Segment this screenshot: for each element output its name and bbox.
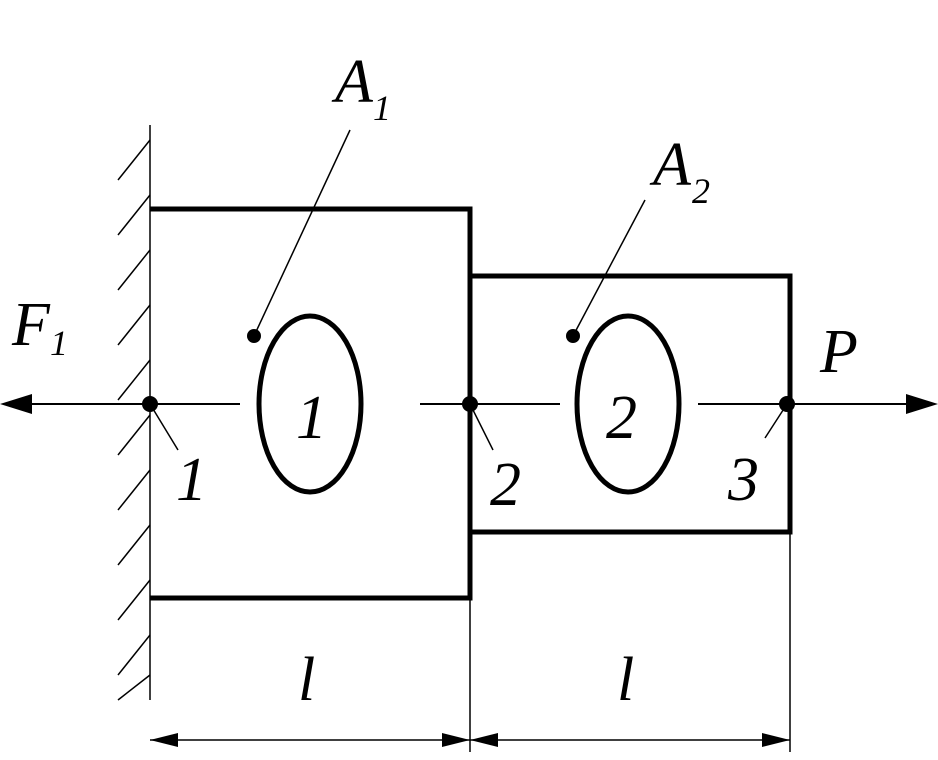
node-3-label: 3 xyxy=(727,446,759,514)
length-1-label: l xyxy=(298,646,315,714)
segment-2-marker xyxy=(574,313,682,495)
segment-1-number: 1 xyxy=(296,384,327,452)
segment-2-number: 2 xyxy=(606,384,637,452)
length-2-label: l xyxy=(617,646,634,714)
area-1-label: A xyxy=(331,48,374,116)
dimension-length-2 xyxy=(470,733,790,747)
force-right-arrow xyxy=(906,394,938,414)
area-2-subscript: 2 xyxy=(692,171,710,211)
area-1-subscript: 1 xyxy=(373,88,391,128)
fixed-wall-support xyxy=(117,125,151,701)
force-right-label: P xyxy=(819,318,858,386)
node-2-label: 2 xyxy=(490,451,521,519)
force-left-arrow xyxy=(0,394,32,414)
segment-1-marker xyxy=(256,313,364,495)
force-left-label: F xyxy=(11,291,51,359)
wall-hatching xyxy=(117,139,151,701)
force-left-subscript: 1 xyxy=(50,323,68,363)
dimension-length-1 xyxy=(150,733,470,747)
node-1-label: 1 xyxy=(176,446,207,514)
area-2-label: A xyxy=(649,131,692,199)
